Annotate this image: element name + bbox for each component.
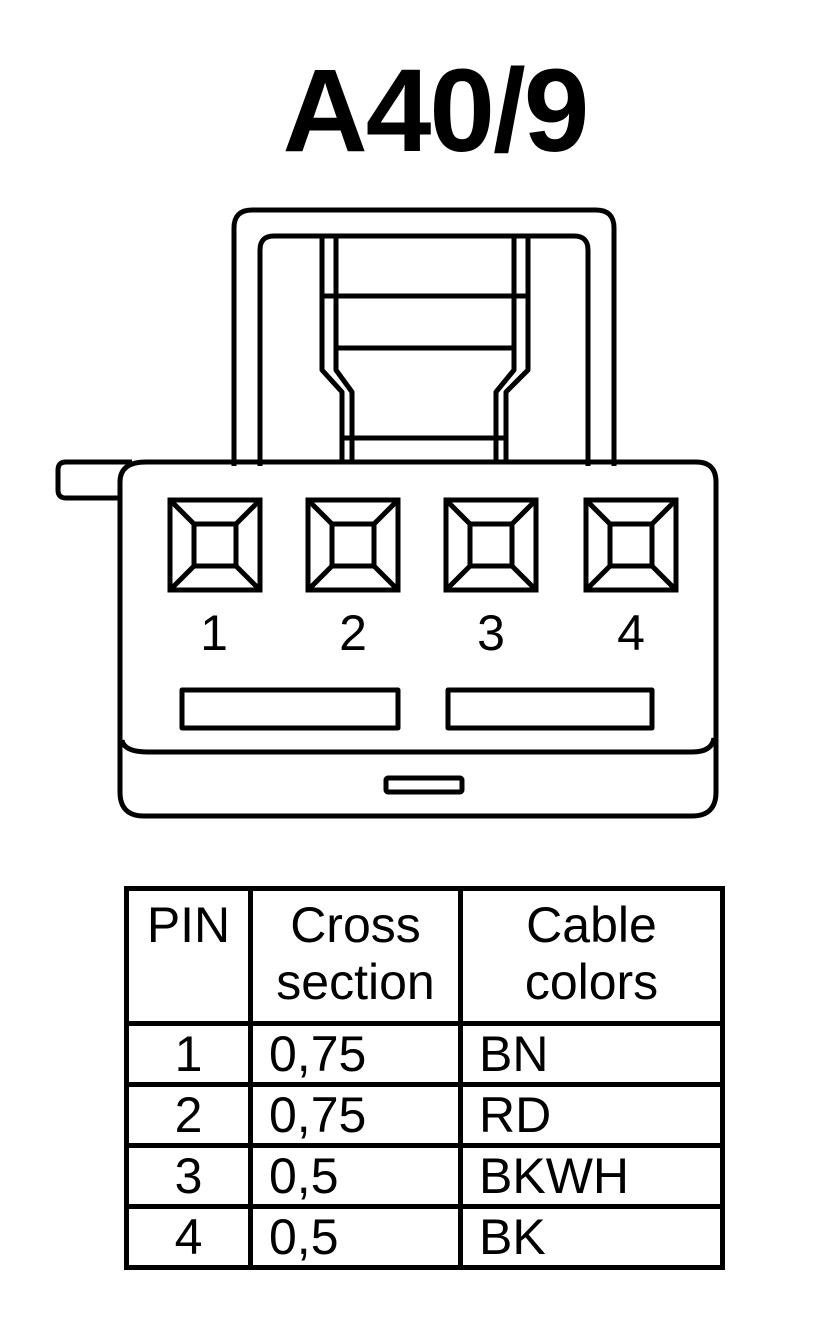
header-cable-colors: Cable colors [458, 886, 725, 1026]
header-cross-line1: Cross [290, 897, 421, 953]
pin-label-1: 1 [200, 605, 228, 661]
header-cross-line2: section [276, 954, 435, 1010]
pin-cavity-2 [305, 497, 401, 593]
cell-cross-section: 0,75 [248, 1021, 463, 1087]
connector-body [117, 459, 719, 819]
cell-cross-section: 0,75 [248, 1082, 463, 1148]
key-slot-left [179, 687, 401, 731]
latch-inner [257, 233, 591, 466]
cell-cross-section: 0,5 [248, 1143, 463, 1209]
latch-tongue [319, 238, 345, 462]
pin-cavity-4 [583, 497, 679, 593]
table-row: 2 0,75 RD [124, 1082, 725, 1148]
table-row: 1 0,75 BN [124, 1021, 725, 1087]
header-pin: PIN [124, 886, 253, 1026]
cell-cable-color: BK [458, 1204, 725, 1270]
bottom-slot [383, 775, 465, 795]
header-colors-line2: colors [524, 954, 659, 1010]
pin-label-4: 4 [617, 605, 645, 661]
cell-cable-color: BKWH [458, 1143, 725, 1209]
table-row: 4 0,5 BK [124, 1204, 725, 1270]
pin-cavity-3 [443, 497, 539, 593]
cell-pin: 3 [124, 1143, 253, 1209]
cell-cross-section: 0,5 [248, 1204, 463, 1270]
connector-diagram: 1 2 3 4 [55, 207, 719, 819]
key-slot-right [445, 687, 655, 731]
header-cross-section: Cross section [248, 886, 463, 1026]
cell-cable-color: RD [458, 1082, 725, 1148]
pin-label-3: 3 [477, 605, 505, 661]
table-header-row: PIN Cross section Cable colors [124, 886, 725, 1026]
pin-label-2: 2 [339, 605, 367, 661]
side-ear [55, 459, 132, 501]
connector-title: A40/9 [282, 45, 590, 177]
pin-cavity-1 [167, 497, 263, 593]
pin-table: PIN Cross section Cable colors 1 0,75 BN… [124, 886, 725, 1270]
latch-outer [231, 207, 617, 466]
cell-pin: 2 [124, 1082, 253, 1148]
cell-cable-color: BN [458, 1021, 725, 1087]
cell-pin: 4 [124, 1204, 253, 1270]
header-colors-line1: Cable [526, 897, 657, 953]
header-pin-label: PIN [146, 897, 231, 953]
table-row: 3 0,5 BKWH [124, 1143, 725, 1209]
cell-pin: 1 [124, 1021, 253, 1087]
